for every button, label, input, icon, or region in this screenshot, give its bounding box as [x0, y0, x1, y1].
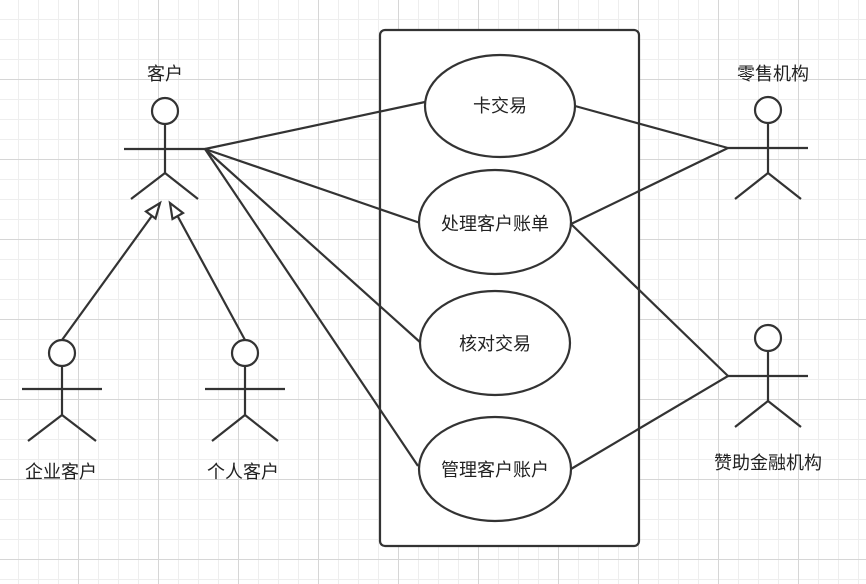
- actor-customer-head: [150, 96, 180, 126]
- assoc-manage-account-sponsor: [570, 375, 729, 470]
- institution-associations: [570, 104, 729, 470]
- actor-retail-institution[interactable]: 零售机构: [728, 64, 809, 200]
- generalization-individual-line: [176, 214, 246, 341]
- actor-individual-label: 个人客户: [207, 462, 279, 483]
- use-case-handle-bill[interactable]: 处理客户账单: [417, 168, 573, 276]
- assoc-customer-card-trade: [204, 100, 426, 151]
- use-case-card-trade[interactable]: 卡交易: [423, 53, 577, 159]
- actor-sponsor-institution[interactable]: 赞助金融机构: [714, 323, 822, 474]
- actor-enterprise-customer[interactable]: 企业客户: [22, 338, 102, 483]
- actor-retail-head: [753, 95, 783, 125]
- use-case-reconcile[interactable]: 核对交易: [418, 289, 572, 397]
- actor-enterprise-label: 企业客户: [25, 462, 97, 483]
- actor-customer-label: 客户: [147, 64, 183, 85]
- assoc-customer-reconcile: [204, 148, 422, 344]
- actor-individual-customer[interactable]: 个人客户: [205, 338, 285, 483]
- assoc-handle-bill-retail: [570, 147, 729, 225]
- use-case-card-trade-label: 卡交易: [473, 96, 527, 117]
- customer-associations: [204, 100, 427, 467]
- actor-sponsor-label: 赞助金融机构: [714, 453, 822, 474]
- generalization-enterprise-arrowhead: [144, 200, 162, 221]
- actor-individual-head: [230, 338, 260, 368]
- assoc-handle-bill-sponsor: [570, 223, 729, 377]
- use-case-manage-account[interactable]: 管理客户账户: [417, 415, 573, 523]
- generalization-individual-arrowhead: [168, 200, 185, 221]
- assoc-customer-handle-bill: [204, 147, 427, 227]
- use-case-handle-bill-label: 处理客户账单: [441, 214, 549, 235]
- actor-retail-label: 零售机构: [737, 64, 809, 85]
- actor-sponsor-head: [753, 323, 783, 353]
- generalization-enterprise-line: [61, 212, 155, 341]
- generalizations: [61, 200, 246, 341]
- use-case-manage-account-label: 管理客户账户: [441, 460, 549, 481]
- assoc-card-trade-retail: [574, 104, 729, 150]
- actor-enterprise-head: [47, 338, 77, 368]
- system-boundary: [378, 28, 641, 548]
- assoc-customer-manage-account: [204, 148, 419, 467]
- actor-customer[interactable]: 客户: [124, 64, 206, 200]
- use-case-reconcile-label: 核对交易: [459, 334, 531, 355]
